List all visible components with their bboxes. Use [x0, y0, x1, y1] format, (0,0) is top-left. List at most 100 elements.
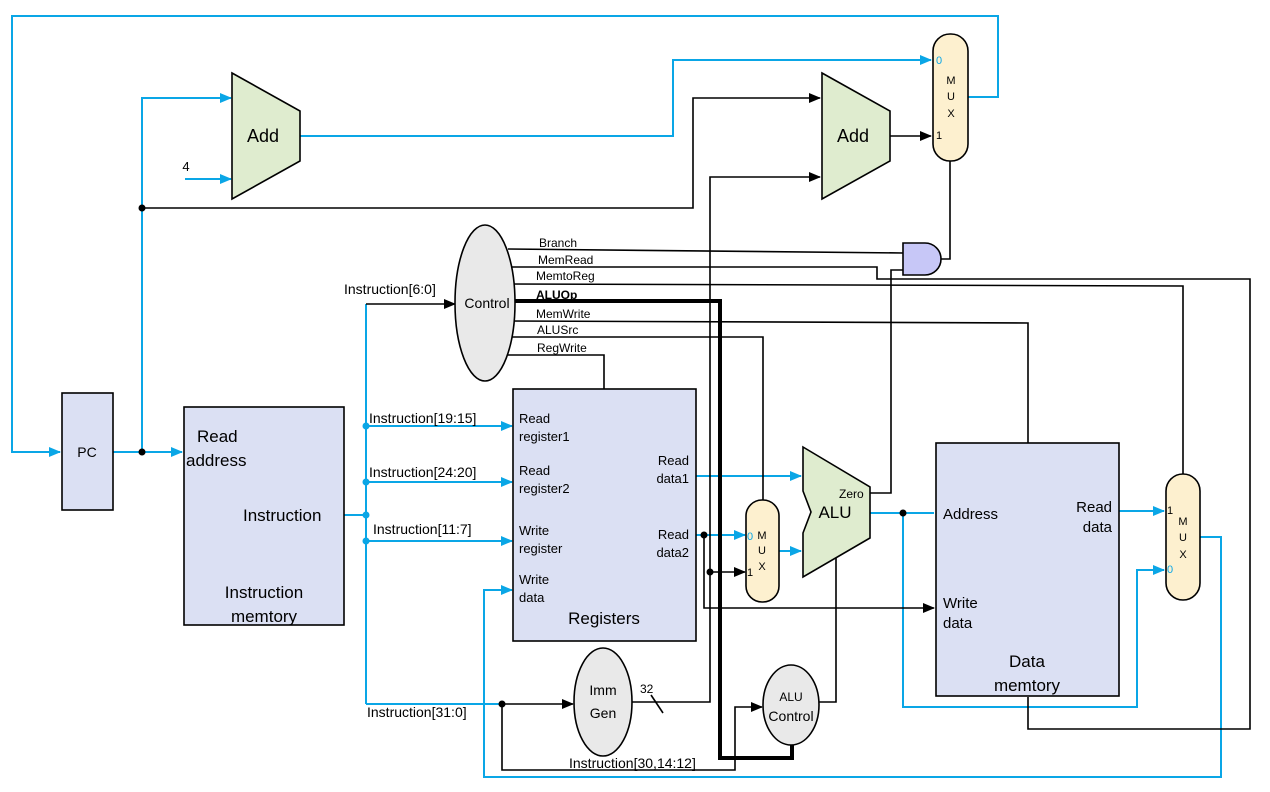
wire-zero — [870, 269, 903, 494]
diagram-label: M — [946, 75, 955, 87]
diagram-label: register2 — [519, 481, 570, 496]
wire-pcsrc — [939, 161, 951, 260]
bus-width-mark — [650, 694, 664, 714]
diagram-label: Data — [1009, 652, 1045, 671]
pc-adder — [231, 71, 301, 201]
diagram-label: data — [1083, 519, 1113, 536]
diagram-label: X — [947, 108, 955, 120]
memtoreg-mux — [1165, 473, 1201, 601]
control-unit — [454, 224, 516, 382]
wire-rd2-to-memwrite — [703, 535, 935, 613]
wire-alu-to-wbmux — [902, 513, 1165, 708]
pc-mux-in0: 0 — [936, 55, 942, 67]
instruction-memory — [183, 406, 345, 626]
diagram-label: memtory — [231, 607, 298, 626]
wire-next-pc — [11, 15, 999, 457]
diagram-label: ALU — [818, 503, 851, 522]
pc-mux — [932, 33, 969, 162]
control-wires — [142, 93, 1251, 771]
diagram-label: ALU — [779, 690, 802, 704]
diagram-label: memtory — [994, 676, 1061, 695]
diagram-label: Address — [943, 506, 998, 523]
label-instr-24-20: Instruction[24:20] — [369, 464, 476, 480]
wire-memread — [508, 266, 1251, 730]
diagram-label: Control — [768, 708, 813, 724]
signal-aluop: ALUOp — [536, 288, 577, 302]
diagram-label: Control — [464, 295, 509, 311]
wire-aluop — [508, 299, 794, 760]
diagram-label: U — [1179, 532, 1187, 544]
diagram-label: Write — [519, 523, 549, 538]
diagram-label: Read — [519, 411, 550, 426]
label-instr-19-15: Instruction[19:15] — [369, 410, 476, 426]
register-file — [512, 388, 697, 642]
diagram-label: Read — [658, 453, 689, 468]
alu-control — [762, 664, 820, 746]
junctions — [138, 204, 907, 708]
data-memory — [935, 442, 1120, 697]
pc-mux-in1: 1 — [936, 130, 942, 142]
wire-writeback — [483, 536, 1222, 778]
wire-regwrite — [508, 354, 605, 389]
diagram-label: Read — [519, 463, 550, 478]
label-instr-30: Instruction[30,14:12] — [569, 755, 696, 771]
diagram-label: 1 — [1167, 505, 1173, 517]
diagram-label: 1 — [747, 567, 753, 579]
wire-branch — [507, 248, 904, 254]
signal-memwrite: MemWrite — [536, 307, 591, 321]
diagram-label: Gen — [590, 705, 616, 721]
wire-add1-to-mux — [300, 55, 932, 137]
pc-label: PC — [77, 444, 96, 460]
wire-memwrite — [507, 320, 1029, 443]
diagram-label: Registers — [568, 609, 640, 628]
signal-memtoreg: MemtoReg — [536, 269, 595, 283]
label-bus-32: 32 — [640, 682, 654, 696]
diagram-label: Instruction — [225, 583, 303, 602]
signal-memread: MemRead — [538, 253, 593, 267]
diagram-label: U — [947, 91, 955, 103]
constant-four: 4 — [182, 159, 189, 174]
branch-adder-label: Add — [837, 126, 869, 146]
label-instr-6-0: Instruction[6:0] — [344, 281, 436, 297]
signal-alusrc: ALUSrc — [537, 323, 578, 337]
wire-funct-to-alucontrol — [501, 702, 763, 771]
diagram-label: Read — [658, 527, 689, 542]
alusrc-mux — [745, 499, 780, 603]
diagram-label: register1 — [519, 429, 570, 444]
diagram-label: M — [1178, 516, 1187, 528]
diagram-label: Instruction — [243, 506, 321, 525]
imm-gen — [573, 647, 633, 757]
diagram-label: address — [186, 451, 246, 470]
diagram-label: data — [943, 615, 973, 632]
label-instr-31-0: Instruction[31:0] — [367, 704, 467, 720]
pc-register — [61, 392, 114, 511]
diagram-label: X — [1179, 549, 1187, 561]
branch-and-gate — [902, 242, 942, 276]
branch-adder — [821, 71, 891, 201]
alu — [802, 445, 871, 579]
diagram-label: 0 — [747, 531, 753, 543]
diagram-label: Write — [943, 595, 978, 612]
diagram-label: Read — [1076, 499, 1112, 516]
label-instr-11-7: Instruction[11:7] — [373, 521, 472, 537]
diagram-label: data2 — [656, 545, 689, 560]
diagram-label: U — [758, 545, 766, 557]
wire-alusrc — [508, 336, 764, 500]
wire-aluctrl-to-alu — [819, 553, 837, 703]
diagram-label: 0 — [1167, 564, 1173, 576]
wire-imm-to-add2 — [632, 172, 821, 703]
alu-zero-label: Zero — [839, 487, 864, 501]
diagram-label: data — [519, 590, 545, 605]
signal-branch: Branch — [539, 236, 577, 250]
pc-adder-label: Add — [247, 126, 279, 146]
signal-regwrite: RegWrite — [537, 341, 587, 355]
wire-pc-to-add1 — [141, 93, 232, 452]
wire-pc-to-add2 — [142, 93, 821, 209]
diagram-label: data1 — [656, 471, 689, 486]
diagram-label: register — [519, 541, 563, 556]
diagram-label: Read — [197, 427, 238, 446]
diagram-label: X — [758, 561, 766, 573]
diagram-label: Write — [519, 572, 549, 587]
